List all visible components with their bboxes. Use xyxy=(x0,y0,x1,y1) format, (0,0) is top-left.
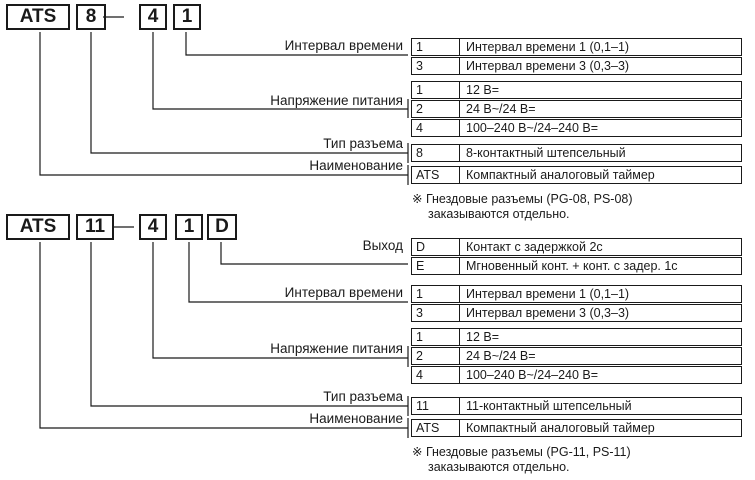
row-desc: Интервал времени 1 (0,1–1) xyxy=(466,40,630,54)
code-box-voltage: 4 xyxy=(139,214,167,240)
table-row: ATS Компактный аналоговый таймер xyxy=(411,166,742,184)
row-desc: Контакт с задержкой 2с xyxy=(466,240,603,254)
row-code: ATS xyxy=(412,167,460,183)
code-box-ats: ATS xyxy=(6,4,70,30)
label-socket: Тип разъема xyxy=(323,136,403,151)
row-desc: 12 В= xyxy=(466,83,500,97)
table-row: 1 12 В= xyxy=(411,328,742,346)
row-code: 2 xyxy=(412,348,460,364)
row-desc: 100–240 В~/24–240 В= xyxy=(466,368,599,382)
label-voltage: Напряжение питания xyxy=(270,93,403,108)
code-box-interval: 1 xyxy=(173,4,201,30)
row-code: 1 xyxy=(412,82,460,98)
row-code: E xyxy=(412,258,460,274)
label-socket: Тип разъема xyxy=(323,389,403,404)
code-box-interval: 1 xyxy=(175,214,203,240)
code-box-socket: 8 xyxy=(76,4,106,30)
row-desc: Интервал времени 3 (0,3–3) xyxy=(466,306,630,320)
row-code: 1 xyxy=(412,39,460,55)
row-desc: Мгновенный конт. + конт. с задер. 1с xyxy=(466,259,678,273)
table-row: 3 Интервал времени 3 (0,3–3) xyxy=(411,57,742,75)
row-code: 4 xyxy=(412,120,460,136)
table-row: 11 11-контактный штепсельный xyxy=(411,397,742,415)
note-line-2: заказываются отдельно. xyxy=(428,207,570,221)
table-row: 3 Интервал времени 3 (0,3–3) xyxy=(411,304,742,322)
code-box-output: D xyxy=(207,214,237,240)
row-code: 2 xyxy=(412,101,460,117)
table-row: 2 24 В~/24 В= xyxy=(411,100,742,118)
label-name: Наименование xyxy=(309,158,403,173)
row-desc: 8-контактный штепсельный xyxy=(466,146,626,160)
table-row: 4 100–240 В~/24–240 В= xyxy=(411,366,742,384)
label-interval: Интервал времени xyxy=(284,285,403,300)
row-desc: Компактный аналоговый таймер xyxy=(466,168,655,182)
row-desc: 24 В~/24 В= xyxy=(466,349,536,363)
table-row: 4 100–240 В~/24–240 В= xyxy=(411,119,742,137)
row-desc: 12 В= xyxy=(466,330,500,344)
table-row: 8 8-контактный штепсельный xyxy=(411,144,742,162)
row-desc: Интервал времени 1 (0,1–1) xyxy=(466,287,630,301)
label-interval: Интервал времени xyxy=(284,38,403,53)
table-row: D Контакт с задержкой 2с xyxy=(411,238,742,256)
row-desc: 24 В~/24 В= xyxy=(466,102,536,116)
row-code: 3 xyxy=(412,305,460,321)
row-code: D xyxy=(412,239,460,255)
row-desc: Компактный аналоговый таймер xyxy=(466,421,655,435)
row-code: 8 xyxy=(412,145,460,161)
row-code: 11 xyxy=(412,398,460,414)
row-code: 3 xyxy=(412,58,460,74)
row-desc: 100–240 В~/24–240 В= xyxy=(466,121,599,135)
code-box-ats: ATS xyxy=(6,214,70,240)
table-row: 2 24 В~/24 В= xyxy=(411,347,742,365)
row-code: 1 xyxy=(412,286,460,302)
row-desc: 11-контактный штепсельный xyxy=(466,399,632,413)
note-line-2: заказываются отдельно. xyxy=(428,460,570,474)
table-row: ATS Компактный аналоговый таймер xyxy=(411,419,742,437)
note-line-1: ※ Гнездовые разъемы (PG-11, PS-11) xyxy=(412,445,631,459)
label-output: Выход xyxy=(362,238,403,253)
label-name: Наименование xyxy=(309,411,403,426)
code-box-voltage: 4 xyxy=(139,4,167,30)
table-row: 1 Интервал времени 1 (0,1–1) xyxy=(411,285,742,303)
table-row: 1 12 В= xyxy=(411,81,742,99)
note-line-1: ※ Гнездовые разъемы (PG-08, PS-08) xyxy=(412,192,633,206)
label-voltage: Напряжение питания xyxy=(270,341,403,356)
table-row: E Мгновенный конт. + конт. с задер. 1с xyxy=(411,257,742,275)
table-row: 1 Интервал времени 1 (0,1–1) xyxy=(411,38,742,56)
row-code: 4 xyxy=(412,367,460,383)
row-desc: Интервал времени 3 (0,3–3) xyxy=(466,59,630,73)
row-code: ATS xyxy=(412,420,460,436)
row-code: 1 xyxy=(412,329,460,345)
code-box-socket: 11 xyxy=(76,214,114,240)
